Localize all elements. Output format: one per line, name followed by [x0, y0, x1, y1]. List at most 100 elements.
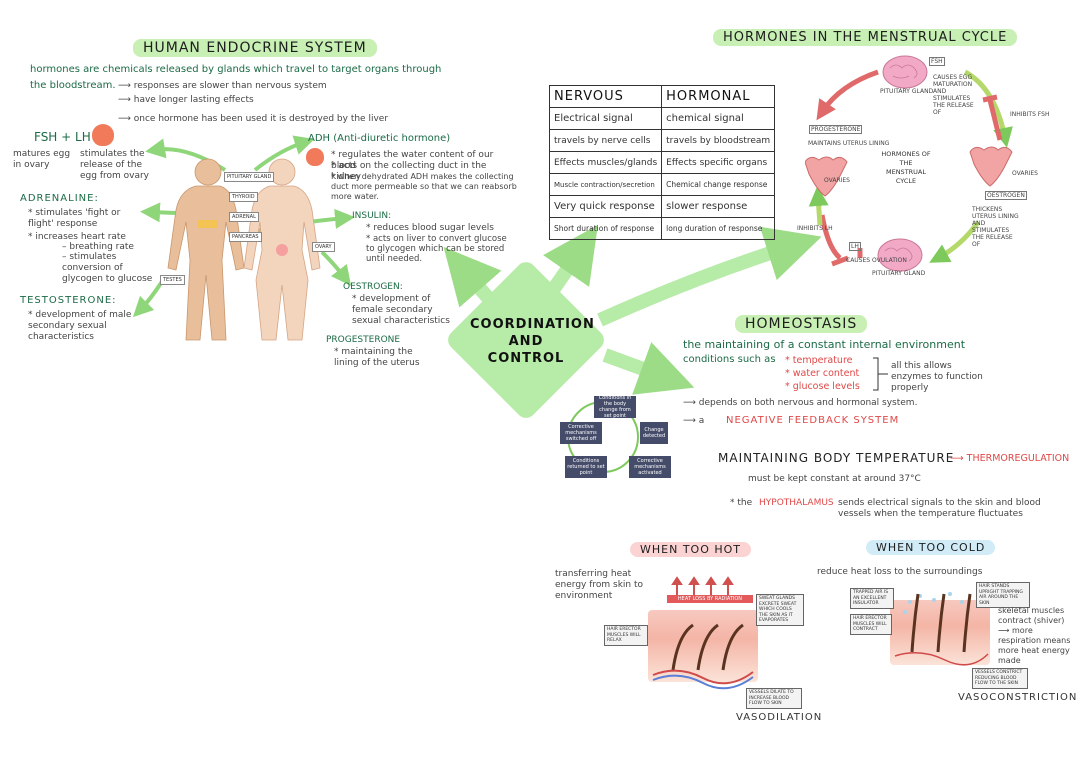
- insulin-title: INSULIN:: [352, 211, 392, 221]
- feedback-step: Conditions returned to set point: [565, 456, 607, 478]
- table-cell: Effects specific organs: [661, 151, 776, 174]
- temperature-hypo-rest: sends electrical signals to the skin and…: [838, 498, 1041, 519]
- adh-icon: [306, 148, 324, 166]
- uterus-icon: [969, 146, 1013, 187]
- homeostasis-item: * temperature: [785, 355, 853, 366]
- menstrual-inhibits-lh: INHIBITS LH: [797, 225, 833, 232]
- center-line-3: CONTROL: [487, 351, 565, 366]
- oestrogen-title: OESTROGEN:: [343, 282, 403, 292]
- table-row: Short duration of response long duration…: [548, 217, 776, 240]
- table-row: Electrical signal chemical signal: [548, 107, 776, 130]
- table-row: Muscle contraction/secretion Chemical ch…: [548, 173, 776, 196]
- table-row: travels by nerve cells travels by bloods…: [548, 129, 776, 152]
- homeostasis-conditions: conditions such as: [683, 354, 776, 365]
- hot-vessels-callout: VESSELS DILATE TO INCREASE BLOOD FLOW TO…: [746, 688, 802, 709]
- homeostasis-items: * temperature * water content * glucose …: [785, 354, 860, 393]
- adrenaline-3: – breathing rate: [62, 242, 134, 252]
- menstrual-progesterone-note: MAINTAINS UTERUS LINING: [808, 140, 890, 147]
- fsh-title: FSH + LH: [34, 130, 91, 144]
- endocrine-bullet-1: ⟶ responses are slower than nervous syst…: [118, 81, 327, 91]
- endocrine-intro-2: the bloodstream.: [30, 80, 116, 91]
- endocrine-bullet-3: ⟶ once hormone has been used it is destr…: [118, 114, 389, 124]
- adh-title: ADH (Anti-diuretic hormone): [308, 133, 451, 144]
- brain-icon-2: [877, 238, 923, 272]
- menstrual-progesterone: PROGESTERONE: [809, 125, 863, 134]
- arrow-to-homeostasis: [602, 342, 695, 395]
- fsh-icon: [92, 124, 114, 146]
- hot-title-text: WHEN TOO HOT: [630, 542, 752, 557]
- arrow-to-endocrine: [443, 246, 502, 308]
- menstrual-ovaries-right: OVARIES: [1012, 170, 1038, 177]
- cold-muscles-note: skeletal muscles contract (shiver) ⟶ mor…: [998, 606, 1071, 665]
- table-cell: Short duration of response: [548, 217, 663, 240]
- hot-banner: HEAT LOSS BY RADIATION: [667, 595, 753, 603]
- cold-hair-up-callout: HAIR STANDS UPRIGHT TRAPPING AIR AROUND …: [976, 582, 1030, 608]
- gland-label-adrenal: ADRENAL: [229, 212, 259, 222]
- adrenaline-title: ADRENALINE:: [20, 193, 99, 204]
- insulin-1: * reduces blood sugar levels: [366, 223, 494, 233]
- menstrual-fsh: FSH: [929, 57, 945, 66]
- gland-label-testes: TESTES: [160, 275, 185, 285]
- homeostasis-def: the maintaining of a constant internal e…: [683, 338, 966, 351]
- temperature-thermoregulation: ⟶ THERMOREGULATION: [950, 453, 1070, 464]
- table-cell: Very quick response: [548, 195, 663, 218]
- homeostasis-feedback-prefix: ⟶ a: [683, 416, 705, 426]
- homeostasis-title-text: HOMEOSTASIS: [735, 315, 868, 333]
- menstrual-pituitary-2: PITUITARY GLAND: [872, 270, 926, 277]
- table-cell: slower response: [661, 195, 776, 218]
- table-cell: Effects muscles/glands: [548, 151, 663, 174]
- cold-hair-callout: HAIR ERECTOR MUSCLES WILL CONTRACT: [850, 614, 892, 635]
- menstrual-pituitary-1: PITUITARY GLAND: [880, 88, 934, 95]
- table-row: NERVOUS HORMONAL: [548, 85, 776, 108]
- cold-title-text: WHEN TOO COLD: [866, 540, 996, 555]
- table-cell: travels by bloodstream: [661, 129, 776, 152]
- cold-description: reduce heat loss to the surroundings: [817, 567, 983, 577]
- menstrual-inhibits-fsh: INHIBITS FSH: [1010, 111, 1050, 118]
- menstrual-title-text: HORMONES IN THE MENSTRUAL CYCLE: [713, 29, 1018, 46]
- insulin-2: * acts on liver to convert glucose to gl…: [366, 234, 507, 264]
- homeostasis-feedback: NEGATIVE FEEDBACK SYSTEM: [726, 415, 900, 426]
- table-cell: long duration of response: [661, 217, 776, 240]
- arrow-to-menstrual: [597, 226, 822, 327]
- endocrine-title-text: HUMAN ENDOCRINE SYSTEM: [133, 39, 377, 57]
- oestrogen-1: * development of female secondary sexual…: [352, 294, 450, 326]
- testosterone-1: * development of male secondary sexual c…: [28, 310, 132, 342]
- cold-title: WHEN TOO COLD: [866, 536, 996, 555]
- temperature-title: MAINTAINING BODY TEMPERATURE: [718, 451, 955, 465]
- feedback-step: Change detected: [640, 422, 668, 444]
- adh-2: * acts on the collecting duct in the kid…: [331, 161, 487, 182]
- menstrual-illustrations: [805, 55, 1013, 272]
- menstrual-center-label: HORMONES OF THE MENSTRUAL CYCLE: [876, 150, 936, 186]
- adh-3: * when dehydrated ADH makes the collecti…: [331, 172, 517, 201]
- fsh-right-note: stimulates the release of the egg from o…: [80, 149, 150, 181]
- cold-vessels-callout: VESSELS CONSTRICT REDUCING BLOOD FLOW TO…: [972, 668, 1028, 689]
- menstrual-ovaries-left: OVARIES: [824, 177, 850, 184]
- hot-hair-illustration: [652, 623, 754, 690]
- homeostasis-depends: ⟶ depends on both nervous and hormonal s…: [683, 398, 918, 408]
- table-cell: chemical signal: [661, 107, 776, 130]
- adrenaline-1: * stimulates 'fight or flight' response: [28, 208, 121, 229]
- menstrual-oestrogen: OESTROGEN: [985, 191, 1027, 200]
- adrenaline-4: – stimulates conversion of glycogen to g…: [62, 252, 153, 284]
- homeostasis-item: * water content: [785, 368, 860, 379]
- endocrine-title: HUMAN ENDOCRINE SYSTEM: [133, 37, 377, 57]
- cold-air-callout: TRAPPED AIR IS AN EXCELLENT INSULATOR: [850, 588, 894, 609]
- center-title: COORDINATION AND CONTROL: [470, 316, 594, 367]
- gland-label-pancreas: PANCREAS: [229, 232, 262, 242]
- menstrual-oestrogen-note: THICKENS UTERUS LINING AND STIMULATES TH…: [972, 206, 1019, 248]
- fsh-left-note: matures egg in ovary: [13, 149, 71, 170]
- homeostasis-allows: all this allows enzymes to function prop…: [891, 361, 983, 393]
- temperature-constant: must be kept constant at around 37°C: [748, 474, 921, 484]
- progesterone-1: * maintaining the lining of the uterus: [334, 347, 420, 368]
- menstrual-title: HORMONES IN THE MENSTRUAL CYCLE: [713, 26, 1018, 46]
- menstrual-center-1: HORMONES OF THE: [881, 150, 931, 167]
- table-cell: Muscle contraction/secretion: [548, 173, 663, 196]
- adh-1: * regulates the water content of our blo…: [331, 150, 494, 171]
- temperature-hypothalamus: HYPOTHALAMUS: [759, 498, 834, 508]
- table-cell: Chemical change response: [661, 173, 776, 196]
- endocrine-intro-1: hormones are chemicals released by gland…: [30, 64, 442, 75]
- endocrine-bullet-2: ⟶ have longer lasting effects: [118, 95, 254, 105]
- arrow-to-table: [543, 224, 598, 294]
- testosterone-title: TESTOSTERONE:: [20, 295, 117, 306]
- gland-label-pituitary: PITUITARY GLAND: [224, 172, 275, 182]
